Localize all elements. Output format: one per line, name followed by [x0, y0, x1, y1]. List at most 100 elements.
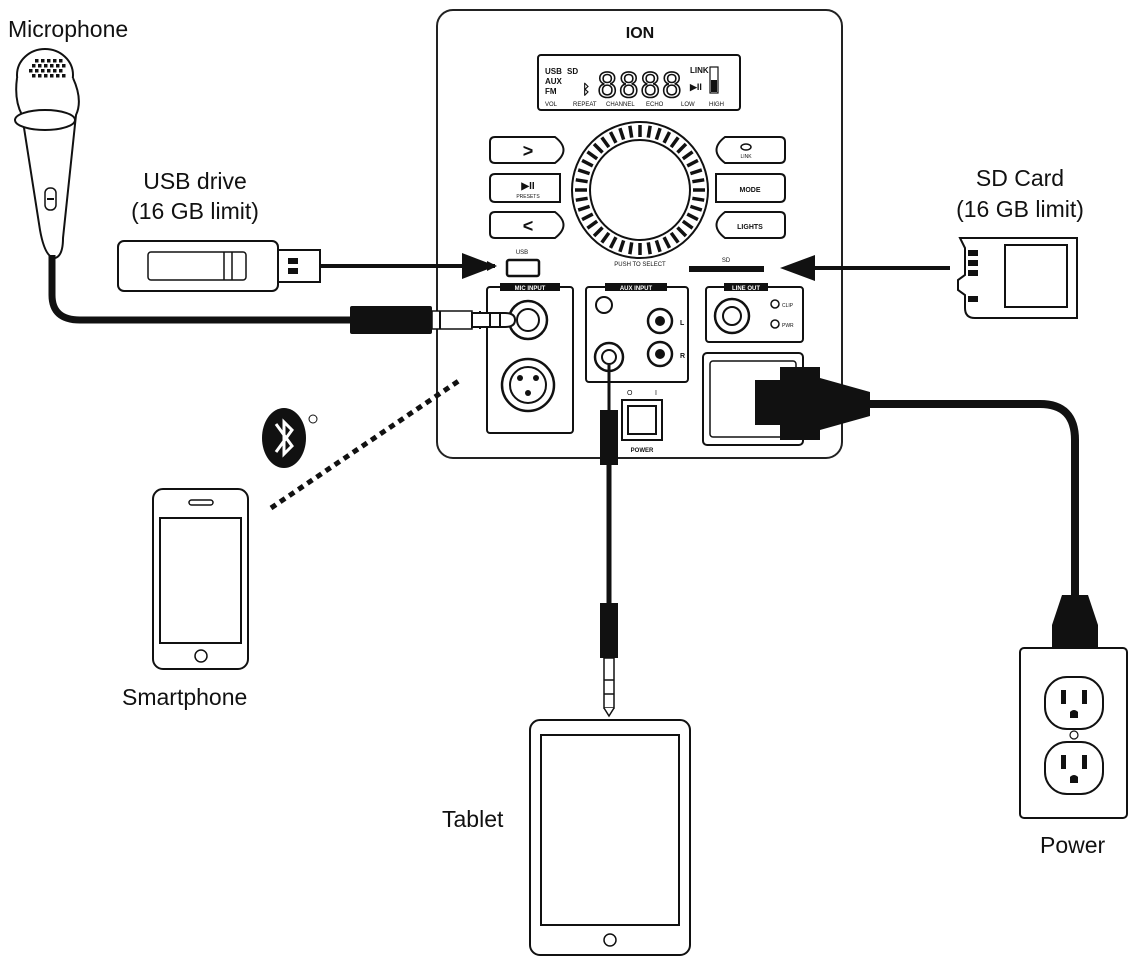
next-button[interactable]: >	[489, 136, 565, 164]
mode-button[interactable]: MODE	[715, 173, 786, 203]
mic-grille-dot	[50, 74, 54, 78]
display-bluetooth-icon: ᛒ	[582, 81, 590, 97]
mic-input-section: MIC INPUT	[486, 283, 574, 434]
knob-tick	[628, 242, 634, 255]
mic-plug	[350, 306, 517, 334]
microphone-label: Microphone	[8, 16, 129, 42]
knob-tick	[654, 127, 662, 141]
display-sd: SD	[567, 67, 578, 76]
knob-tick	[669, 136, 680, 149]
bluetooth-link	[269, 377, 462, 511]
knob-tick	[692, 196, 705, 202]
display-echo: ECHO	[646, 102, 664, 108]
svg-text:I: I	[655, 390, 657, 397]
display-digits: 8888	[597, 66, 683, 106]
clip-led	[770, 299, 780, 309]
svg-text:SD: SD	[722, 258, 731, 264]
mic-grille-dot	[44, 74, 48, 78]
knob-tick	[669, 231, 680, 244]
power-label: Power	[1040, 832, 1106, 858]
mic-grille-dot	[38, 64, 42, 68]
knob-tick	[646, 242, 652, 255]
mic-grille-dot	[35, 59, 39, 63]
knob-tick	[592, 226, 604, 238]
knob-tick	[581, 158, 594, 168]
mic-grille-dot	[59, 69, 63, 73]
usb-limit-label: (16 GB limit)	[131, 198, 259, 224]
knob-tick	[662, 131, 672, 144]
lights-button[interactable]: LIGHTS	[715, 211, 786, 239]
mic-grille-dot	[59, 59, 63, 63]
mic-grille-dot	[47, 69, 51, 73]
svg-text:L: L	[680, 320, 685, 327]
svg-text:>: >	[523, 141, 534, 161]
knob-tick	[618, 127, 626, 141]
knob-label: PUSH TO SELECT	[614, 262, 666, 268]
display-repeat: REPEAT	[573, 102, 597, 108]
mic-grille-dot	[56, 64, 60, 68]
knob-tick	[586, 219, 599, 230]
prev-button[interactable]: <	[489, 211, 565, 239]
svg-text:AUX INPUT: AUX INPUT	[620, 286, 653, 292]
tablet-icon	[529, 719, 691, 956]
knob-tick	[577, 204, 591, 212]
svg-text:LINK: LINK	[740, 154, 752, 160]
usb-drive-icon	[117, 240, 321, 292]
wall-outlet-icon	[1019, 647, 1128, 819]
svg-text:PRESETS: PRESETS	[516, 194, 540, 200]
brand-logo: ION	[626, 25, 654, 42]
knob-tick	[676, 142, 688, 154]
display-play-icon: ▶II	[689, 82, 702, 92]
play-pause-button[interactable]: ▶II PRESETS	[489, 173, 561, 203]
svg-text:LIGHTS: LIGHTS	[737, 224, 763, 231]
usb-port[interactable]: USB	[505, 250, 541, 278]
display-link: LINK	[690, 66, 709, 75]
mic-grille-dot	[32, 74, 36, 78]
sd-card-slot[interactable]: SD	[689, 258, 764, 272]
display-high: HIGH	[709, 102, 724, 108]
power-cable	[865, 400, 1079, 610]
svg-text:CLIP: CLIP	[782, 303, 794, 309]
pwr-led	[770, 319, 780, 329]
mic-grille-dot	[47, 59, 51, 63]
knob-tick	[628, 125, 634, 138]
knob-tick	[676, 226, 688, 238]
mic-grille-dot	[50, 64, 54, 68]
svg-text:▶II: ▶II	[520, 181, 534, 192]
mic-grille-dot	[62, 74, 66, 78]
knob-tick	[581, 212, 594, 222]
sd-card-label: SD Card	[975, 165, 1065, 191]
mic-grille-dot	[53, 59, 57, 63]
bluetooth-icon	[262, 408, 318, 468]
display-low: LOW	[681, 102, 695, 108]
mic-grille-dot	[44, 64, 48, 68]
svg-text:MIC INPUT: MIC INPUT	[515, 286, 546, 292]
smartphone-label: Smartphone	[122, 684, 248, 710]
knob-tick	[692, 178, 705, 184]
svg-text:R: R	[680, 353, 685, 360]
aux-input-section: AUX INPUT L R	[585, 283, 689, 383]
mic-grille-dot	[53, 69, 57, 73]
svg-text:PWR: PWR	[782, 323, 794, 329]
knob-tick	[662, 236, 672, 249]
svg-text:POWER: POWER	[631, 448, 654, 454]
knob-tick	[577, 168, 591, 176]
power-switch[interactable]: O I POWER	[621, 390, 663, 454]
sd-card-icon	[957, 237, 1078, 319]
knob-tick	[618, 239, 626, 253]
lcd-display: USB SD AUX FM ᛒ 8888 LINK ▶II VOL REPEAT…	[537, 54, 741, 111]
knob-tick	[686, 212, 699, 222]
link-button[interactable]: LINK	[715, 136, 786, 164]
select-knob[interactable]: PUSH TO SELECT	[571, 121, 709, 268]
display-channel: CHANNEL	[606, 102, 635, 108]
svg-text:MODE: MODE	[740, 187, 761, 194]
mic-grille-dot	[56, 74, 60, 78]
display-usb: USB	[545, 67, 562, 76]
power-plug-connector	[755, 367, 870, 440]
knob-tick	[686, 158, 699, 168]
knob-tick	[575, 196, 588, 202]
microphone-icon	[14, 48, 80, 260]
knob-tick	[689, 204, 703, 212]
svg-text:USB: USB	[516, 250, 528, 256]
